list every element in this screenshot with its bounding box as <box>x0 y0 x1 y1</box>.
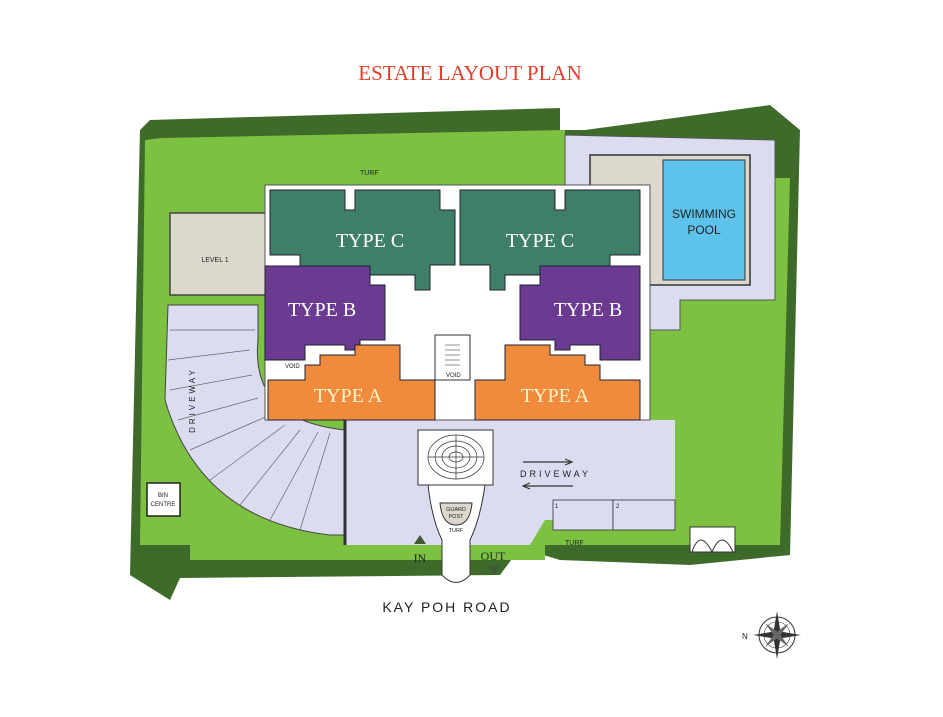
stair-treads <box>445 344 460 366</box>
gate-swing <box>691 539 734 554</box>
bin-centre <box>146 482 181 517</box>
unit-type-c-right <box>459 189 641 291</box>
driveway-label-left: DRIVEWAY <box>188 367 197 433</box>
type-c-right-label: TYPE C <box>506 230 574 252</box>
plan-title: ESTATE LAYOUT PLAN <box>358 61 582 85</box>
type-c-left-label: TYPE C <box>336 230 404 252</box>
driveway-arrows <box>521 458 574 490</box>
driveway-parking-lines <box>167 329 331 531</box>
lot-1-label: 1 <box>555 504 559 510</box>
level-1-label: LEVEL 1 <box>201 257 228 264</box>
type-a-left-label: TYPE A <box>314 385 383 407</box>
parking-lot-1 <box>552 499 614 531</box>
parking-lot-2 <box>612 499 676 531</box>
unit-type-a-left <box>267 344 436 421</box>
guard-post <box>439 502 473 526</box>
curved-driveway <box>164 304 346 536</box>
swimming-pool <box>662 159 746 281</box>
out-label: OUT <box>481 549 506 563</box>
turf-label-guard: TURF <box>449 528 464 534</box>
compass-north-label: N <box>742 632 748 641</box>
in-label: IN <box>414 551 427 565</box>
guard-post-label-line2: POST <box>449 514 465 520</box>
side-gate <box>689 526 736 553</box>
fountain-plaza <box>417 429 494 486</box>
turf-label-bottom: TURF <box>565 540 584 547</box>
road-name: KAY POH ROAD <box>382 599 511 615</box>
unit-type-a-right <box>474 344 641 421</box>
type-b-left-label: TYPE B <box>288 299 356 321</box>
out-arrow-icon <box>488 566 500 575</box>
fountain <box>427 434 485 480</box>
unit-type-b-right <box>519 265 641 361</box>
driveway-label-right: DRIVEWAY <box>520 469 591 479</box>
turf-label-top: TURF <box>360 170 379 177</box>
void-label-left: VOID <box>285 364 300 370</box>
guard-post-label-line1: GUARD <box>446 507 466 513</box>
bin-centre-label-line1: BIN <box>158 493 168 499</box>
in-arrow-icon <box>414 535 426 544</box>
bin-centre-label-line2: CENTRE <box>151 502 176 508</box>
central-stair <box>434 334 471 381</box>
pool-label-line2: POOL <box>687 223 721 237</box>
type-a-right-label: TYPE A <box>521 385 590 407</box>
type-b-right-label: TYPE B <box>554 299 622 321</box>
level-1-block <box>169 212 268 296</box>
void-label-center: VOID <box>446 373 461 379</box>
lot-2-label: 2 <box>616 504 620 510</box>
compass-rose-icon <box>753 611 801 659</box>
pool-label-line1: SWIMMING <box>672 207 736 221</box>
